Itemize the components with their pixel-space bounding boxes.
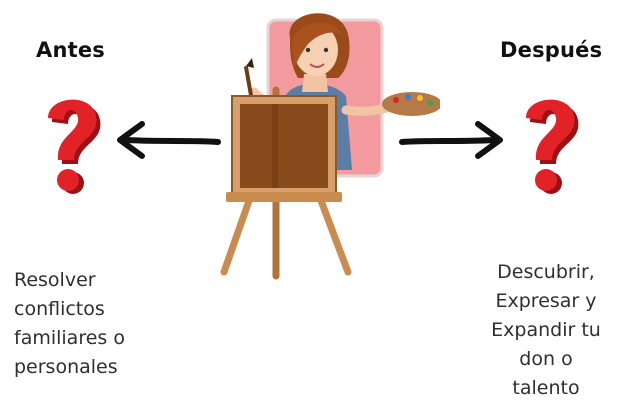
description-despues: Descubrir, Expresar y Expandir tu don o … [476, 258, 616, 403]
question-mark-icon [48, 99, 101, 194]
description-line: Expresar y [495, 290, 597, 312]
description-line: Expandir tu [491, 319, 601, 341]
description-line: talento [512, 377, 580, 399]
title-despues: Después [500, 38, 603, 62]
description-line: personales [14, 356, 118, 378]
description-line: familiares o [14, 327, 125, 349]
title-antes: Antes [36, 38, 105, 62]
description-antes: Resolver conflictos familiares o persona… [14, 266, 184, 382]
description-line: conflictos [14, 298, 105, 320]
description-line: Resolver [14, 269, 96, 291]
arrow-left-icon [117, 121, 221, 159]
question-mark-icon [526, 99, 579, 194]
description-line: don o [519, 348, 573, 370]
arrow-right-icon [399, 121, 503, 159]
description-line: Descubrir, [497, 261, 595, 283]
painter-at-easel-illustration [220, 13, 440, 280]
